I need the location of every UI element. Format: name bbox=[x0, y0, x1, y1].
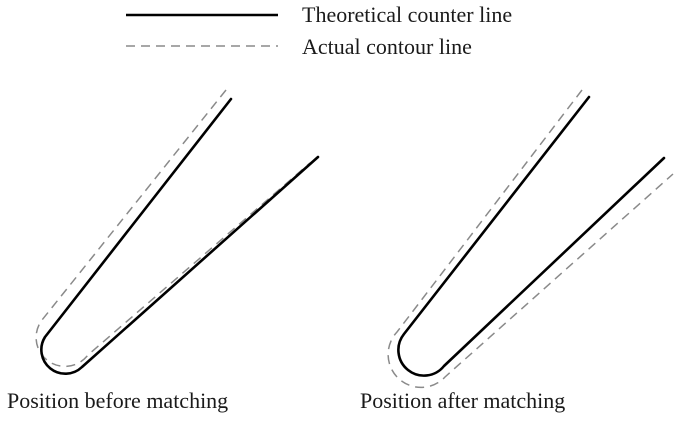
actual-contour-after bbox=[387, 89, 674, 389]
panel-after-matching: Position after matching bbox=[360, 89, 674, 413]
panel-before-matching: Position before matching bbox=[7, 89, 320, 413]
legend-theoretical-label: Theoretical counter line bbox=[302, 2, 512, 27]
legend: Theoretical counter line Actual contour … bbox=[126, 2, 512, 59]
caption-before-matching: Position before matching bbox=[7, 388, 228, 413]
caption-after-matching: Position after matching bbox=[360, 388, 565, 413]
actual-contour-before bbox=[35, 89, 311, 368]
theoretical-contour-before bbox=[40, 97, 320, 375]
theoretical-contour-after bbox=[397, 95, 666, 377]
legend-actual-label: Actual contour line bbox=[302, 34, 472, 59]
